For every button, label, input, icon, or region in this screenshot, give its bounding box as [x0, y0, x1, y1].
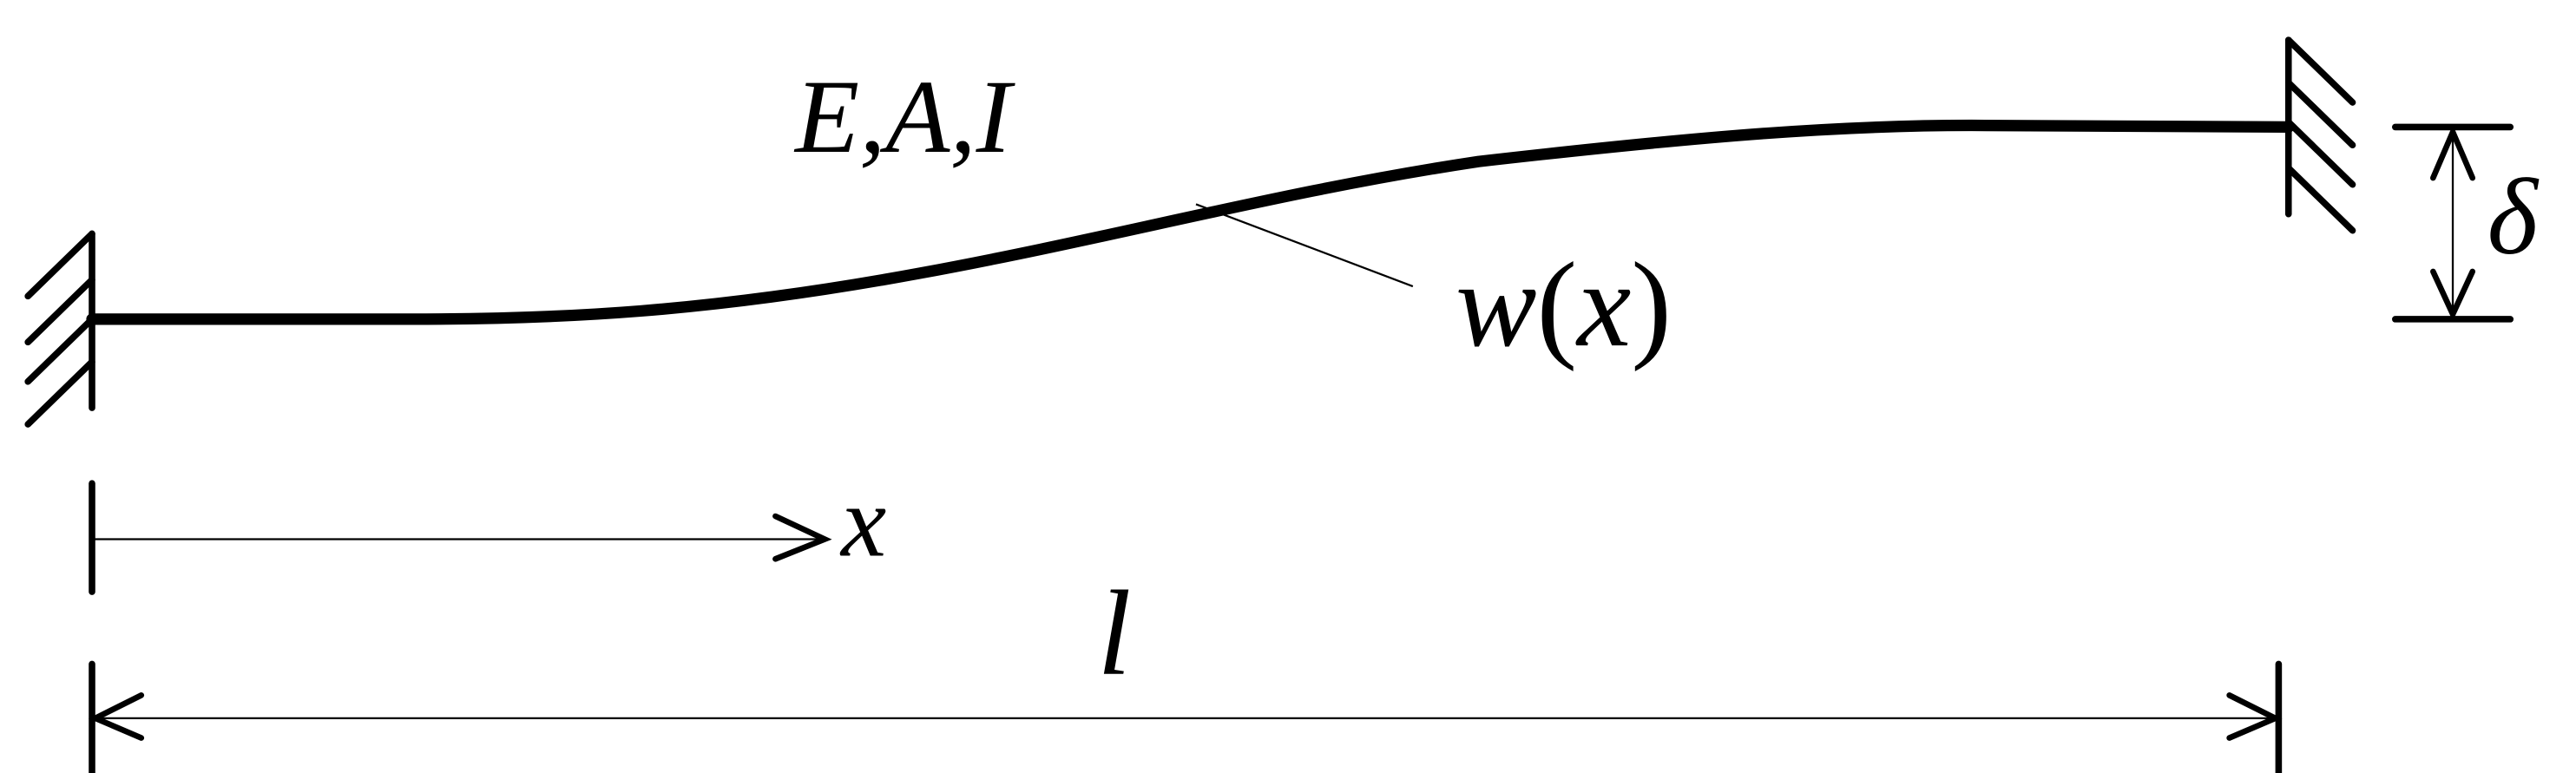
right-hatch-2: [2284, 79, 2356, 149]
offset-arrow-up: [2430, 124, 2476, 181]
x-axis-arrow: [772, 513, 832, 562]
offset-arrow-down: [2430, 268, 2476, 322]
left-hatch-2: [24, 276, 95, 346]
right-hatch-1: [2284, 36, 2356, 106]
deflection-leader-line: [1195, 203, 1414, 288]
left-hatch-3: [24, 316, 95, 385]
right-fixed-support: [2284, 36, 2356, 234]
right-hatch-4: [2284, 164, 2356, 234]
length-dimension: [88, 660, 2283, 773]
deflection-close-paren: ): [1631, 238, 1672, 372]
x-axis-label: x: [839, 465, 886, 578]
length-arrow-left: [88, 692, 145, 741]
right-hatch-3: [2284, 118, 2356, 188]
offset-dimension: [2392, 123, 2514, 323]
left-fixed-support: [24, 230, 95, 428]
material-properties-label: E,A,I: [793, 59, 1016, 175]
offset-label: δ: [2487, 158, 2540, 278]
length-label: l: [1097, 567, 1131, 701]
deflection-arg-symbol: x: [1575, 238, 1631, 372]
deflected-beam: [86, 119, 2295, 325]
left-hatch-1: [24, 230, 95, 300]
deflection-function-label: w(x): [1456, 238, 1672, 372]
deflection-fn-symbol: w: [1456, 238, 1536, 372]
length-arrow-right: [2226, 692, 2283, 741]
left-hatch-4: [24, 358, 95, 428]
x-axis: [89, 480, 832, 595]
deflection-open-paren: (: [1536, 238, 1577, 372]
